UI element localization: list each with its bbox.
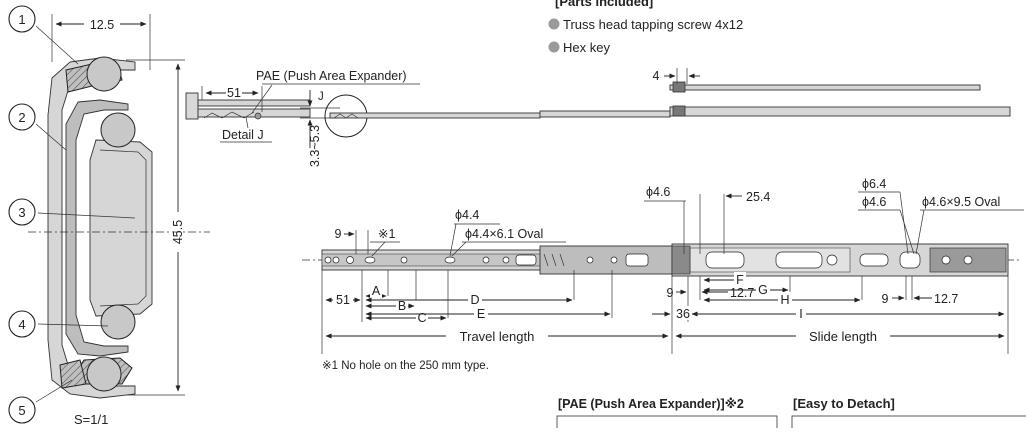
parts-item-screw: Truss head tapping screw 4x12 — [563, 17, 743, 32]
cross-section-view: 12.5 45.5 1 — [8, 5, 210, 427]
width-dimension: 12.5 — [90, 18, 114, 32]
plan-view: 9 ※1 ϕ4.4 ϕ4.4×6.1 Oval ϕ4.6 25.4 ϕ6.4 ϕ… — [302, 177, 1024, 354]
hole-oval-44: ϕ4.4×6.1 Oval — [465, 227, 543, 241]
dim-9-left: 9 — [335, 227, 342, 241]
side-dim-4: 4 — [653, 69, 660, 83]
dim-letter-g: G — [758, 283, 768, 297]
footnote: ※1 No hole on the 250 mm type. — [322, 360, 489, 372]
dim-letter-i: I — [799, 307, 802, 321]
callout-1: 1 — [8, 5, 36, 33]
svg-text:4: 4 — [18, 317, 25, 332]
detach-box — [791, 415, 1026, 433]
scale-label: S=1/1 — [74, 412, 108, 427]
callout-4: 4 — [8, 310, 36, 338]
side-view: 51 PAE (Push Area Expander) Detail J 3.3… — [185, 68, 1011, 167]
dim-letter-c: C — [417, 311, 426, 325]
dim-9-right: 9 — [882, 292, 889, 306]
plan-dim-36: 36 — [676, 307, 690, 321]
dim-9-mid: 9 — [667, 286, 674, 300]
dim-letter-e: E — [477, 307, 485, 321]
gap-dimension: 3.3~5.3 — [308, 125, 322, 167]
hole-d46b: ϕ4.6 — [862, 195, 886, 209]
hole-d44: ϕ4.4 — [455, 208, 479, 222]
dim-letter-f: F — [736, 273, 744, 287]
parts-heading: [Parts included] — [555, 0, 653, 9]
svg-text:2: 2 — [18, 110, 25, 125]
hole-d64: ϕ6.4 — [862, 177, 886, 191]
note-mark: ※1 — [378, 227, 395, 241]
dim-25-4: 25.4 — [746, 190, 770, 204]
pae-box-title: [PAE (Push Area Expander)]※2 — [558, 397, 744, 411]
plan-dim-51: 51 — [336, 293, 350, 307]
parts-item-hex-key: Hex key — [563, 40, 610, 55]
pae-box — [556, 415, 778, 433]
slide-length-label: Slide length — [809, 329, 877, 344]
j-mark: J — [318, 91, 324, 103]
svg-text:5: 5 — [18, 403, 25, 418]
dim-12-7-mid: 12.7 — [730, 286, 754, 300]
side-dim-51: 51 — [227, 86, 241, 100]
dim-letter-d: D — [470, 293, 479, 307]
travel-length-label: Travel length — [460, 329, 535, 344]
dim-letter-a: A — [372, 284, 381, 298]
callout-3: 3 — [8, 198, 36, 226]
parts-included: [Parts included] Truss head tapping scre… — [548, 0, 743, 55]
svg-text:3: 3 — [18, 205, 25, 220]
hole-oval-46: ϕ4.6×9.5 Oval — [922, 195, 1000, 209]
dim-letter-h: H — [780, 293, 789, 307]
detach-box-title: [Easy to Detach] — [793, 396, 895, 411]
callout-5: 5 — [8, 396, 36, 424]
callout-2: 2 — [8, 103, 36, 131]
hole-d46: ϕ4.6 — [646, 185, 670, 199]
bottom-boxes: [PAE (Push Area Expander)]※2 [Easy to De… — [556, 396, 1026, 433]
dim-12-7-right: 12.7 — [934, 292, 958, 306]
detail-j-label: Detail J — [222, 128, 264, 142]
pae-label: PAE (Push Area Expander) — [256, 69, 407, 83]
bullet-icon — [548, 18, 560, 30]
dim-letter-b: B — [398, 299, 406, 313]
svg-text:1: 1 — [18, 12, 25, 27]
bullet-icon — [548, 41, 560, 53]
